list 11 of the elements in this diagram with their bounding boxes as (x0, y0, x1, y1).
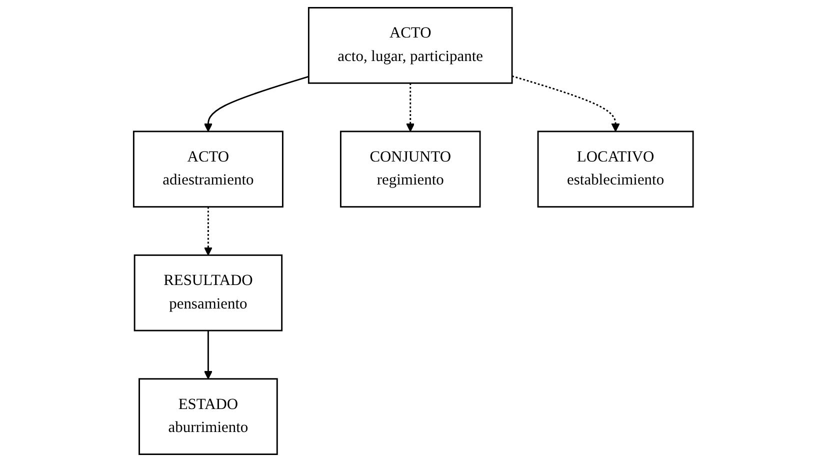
node-box: ACTO acto, lugar, participante (308, 7, 513, 84)
arrow (406, 83, 415, 132)
arrow (204, 330, 213, 380)
arrow (512, 75, 620, 132)
node-box: ACTO adiestramiento (133, 130, 284, 208)
node-box: ESTADO aburrimiento (138, 378, 278, 455)
node-box: CONJUNTO regimiento (340, 130, 481, 208)
arrow (204, 206, 213, 256)
node-box: RESULTADO pensamiento (134, 254, 283, 332)
node-box: LOCATIVO establecimiento (537, 130, 694, 208)
arrow (204, 76, 310, 132)
